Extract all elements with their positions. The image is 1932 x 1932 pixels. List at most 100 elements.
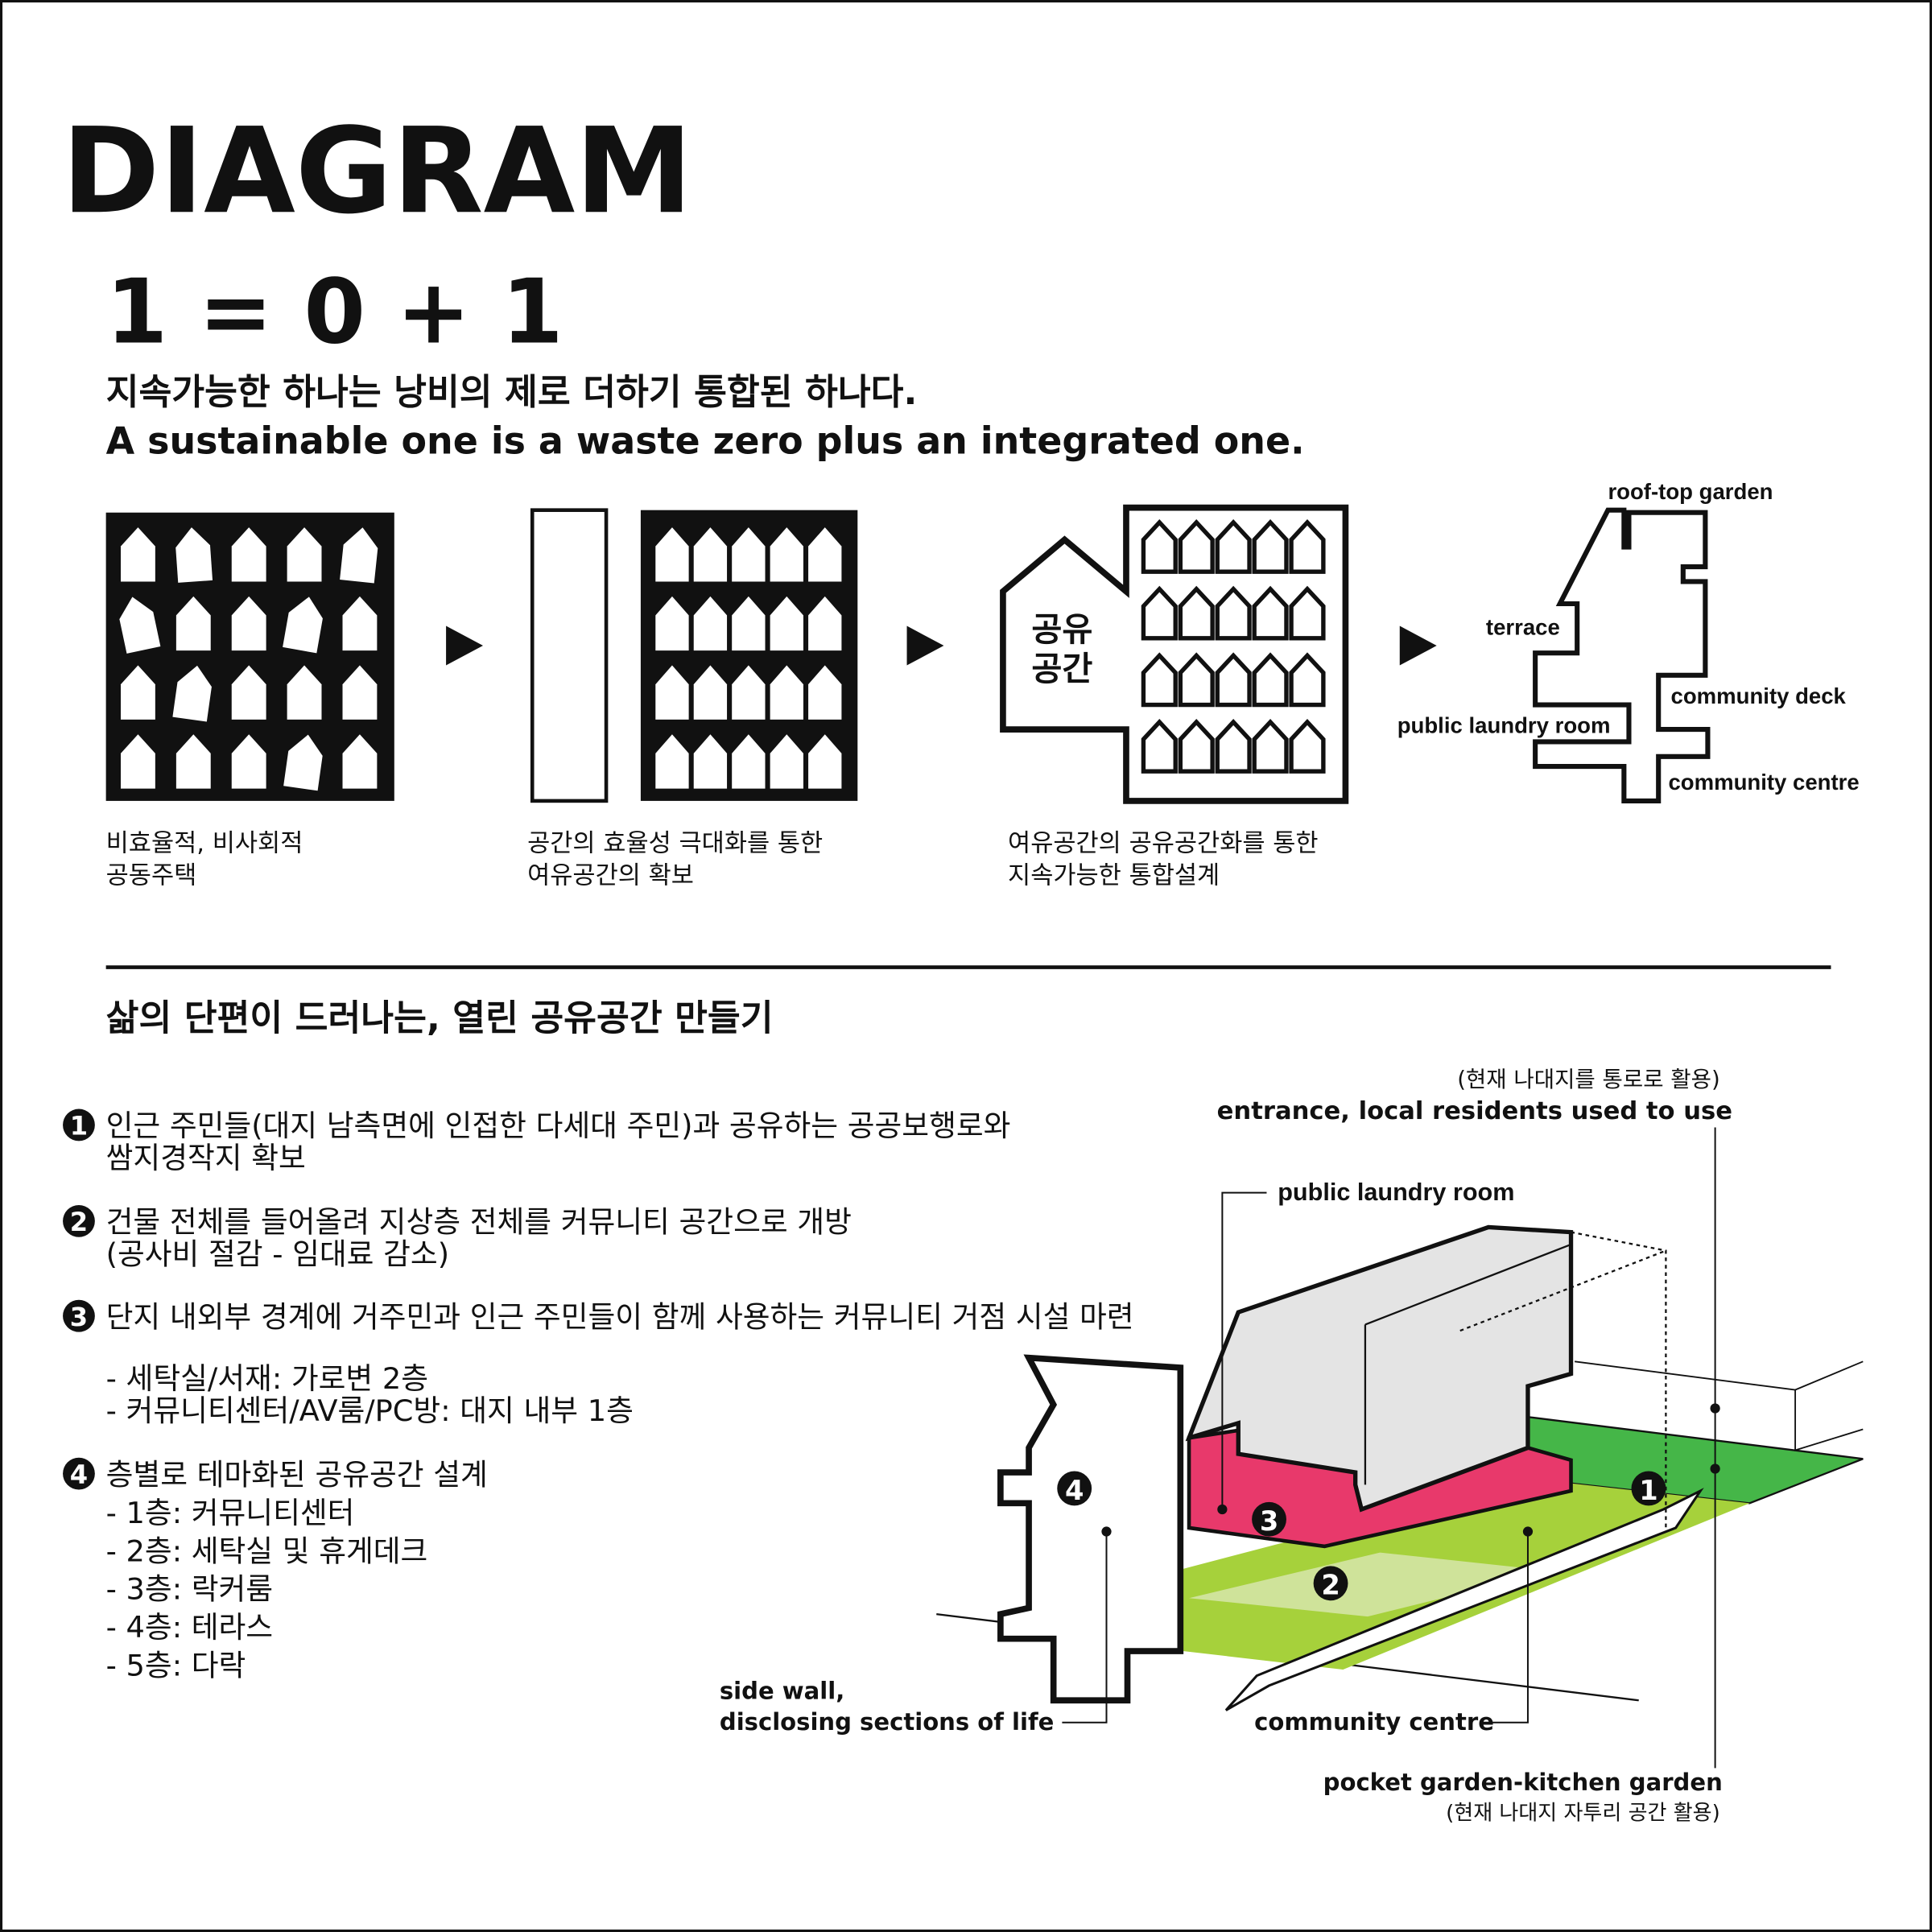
section-heading: 삶의 단편이 드러나는, 열린 공유공간 만들기 bbox=[106, 998, 774, 1039]
house-icon bbox=[1215, 585, 1252, 641]
house-icon bbox=[655, 734, 689, 789]
number-badge bbox=[63, 1204, 95, 1237]
path-arrow bbox=[1224, 1488, 1704, 1711]
house-icon bbox=[1252, 719, 1289, 774]
side-wall-label: side wall, bbox=[720, 1678, 844, 1705]
marker-3-label: 3 bbox=[1260, 1505, 1278, 1537]
entrance-note-ko: (현재 나대지를 통로로 활용) bbox=[1457, 1067, 1720, 1092]
house-icon bbox=[693, 734, 728, 789]
house-icon bbox=[342, 596, 378, 651]
house-icon bbox=[1178, 652, 1215, 708]
house-icon bbox=[1289, 585, 1326, 641]
caption-step-1: 공동주택 bbox=[106, 861, 197, 890]
house-icon bbox=[119, 597, 161, 654]
list-item-line: 건물 전체를 들어올려 지상층 전체를 커뮤니티 공간으로 개방 bbox=[106, 1205, 852, 1240]
subtitle-ko: 지속가능한 하나는 낭비의 제로 더하기 통합된 하나다. bbox=[106, 372, 918, 413]
strategy-list: 1 인근 주민들(대지 남측면에 인접한 다세대 주민)과 공유하는 공공보행로와… bbox=[63, 1108, 1134, 1683]
caption-step-2: 공간의 효율성 극대화를 통한 bbox=[527, 830, 823, 858]
arrow-icon bbox=[446, 625, 483, 666]
list-item-line: - 3층: 락커룸 bbox=[106, 1572, 273, 1607]
house-icon bbox=[1141, 519, 1178, 574]
house-icon bbox=[1215, 519, 1252, 574]
house-icon bbox=[1215, 719, 1252, 774]
house-icon bbox=[172, 665, 212, 722]
label-community-deck: community deck bbox=[1671, 683, 1847, 708]
label-roof-top-garden: roof-top garden bbox=[1608, 479, 1773, 504]
list-item-line: - 1층: 커뮤니티센터 bbox=[106, 1496, 355, 1530]
house-icon bbox=[655, 527, 689, 582]
marker-1-label: 1 bbox=[1639, 1475, 1657, 1506]
number-badge bbox=[63, 1108, 95, 1141]
marker-4 bbox=[1057, 1471, 1092, 1506]
label-community-centre: community centre bbox=[1668, 770, 1859, 795]
house-icon bbox=[1178, 585, 1215, 641]
number-badge bbox=[63, 1457, 95, 1490]
house-icon bbox=[175, 596, 211, 651]
house-icon bbox=[231, 527, 266, 582]
house-icon bbox=[1141, 652, 1178, 708]
side-wall bbox=[997, 1354, 1184, 1704]
house-icon bbox=[342, 665, 378, 720]
house-icon bbox=[1252, 585, 1289, 641]
house-grid-1 bbox=[119, 527, 378, 791]
marker-2 bbox=[1313, 1566, 1348, 1601]
list-item-line: 쌈지경작지 확보 bbox=[106, 1141, 306, 1175]
entrance-label: entrance, local residents used to use bbox=[1217, 1097, 1732, 1125]
house-icon bbox=[1289, 652, 1326, 708]
house-grid-3 bbox=[1141, 519, 1326, 774]
axonometric-diagram: 4 3 2 1 bbox=[936, 1127, 1864, 1769]
house-icon bbox=[231, 734, 266, 789]
house-icon bbox=[231, 665, 266, 720]
side-wall-label: disclosing sections of life bbox=[720, 1708, 1055, 1736]
house-icon bbox=[693, 665, 728, 720]
pocket-garden-note-ko: (현재 나대지 자투리 공간 활용) bbox=[1446, 1802, 1720, 1826]
house-icon bbox=[1141, 719, 1178, 774]
house-icon bbox=[808, 527, 842, 582]
house-icon bbox=[1178, 719, 1215, 774]
list-item-line: - 4층: 테라스 bbox=[106, 1610, 273, 1645]
formula: 1 = 0 + 1 bbox=[106, 261, 564, 364]
caption-step-1: 비효율적, 비사회적 bbox=[106, 830, 303, 858]
caption-step-3: 여유공간의 공유공간화를 통한 bbox=[1008, 830, 1319, 858]
house-icon bbox=[693, 527, 728, 582]
caption-step-3: 지속가능한 통합설계 bbox=[1008, 861, 1220, 890]
house-icon bbox=[732, 527, 766, 582]
house-icon bbox=[770, 527, 803, 582]
house-icon bbox=[1252, 519, 1289, 574]
caption-step-2: 여유공간의 확보 bbox=[527, 861, 694, 890]
house-icon bbox=[342, 734, 378, 789]
house-icon bbox=[693, 596, 728, 651]
house-icon bbox=[1178, 519, 1215, 574]
house-icon bbox=[1289, 719, 1326, 774]
house-icon bbox=[175, 527, 213, 583]
community-zone bbox=[1189, 1552, 1553, 1617]
house-icon bbox=[732, 734, 766, 789]
page-title: DIAGRAM bbox=[62, 102, 693, 240]
number-badge-label: 1 bbox=[70, 1111, 88, 1141]
marker-3 bbox=[1252, 1501, 1286, 1537]
house-icon bbox=[1215, 652, 1252, 708]
house-icon bbox=[808, 596, 842, 651]
house-icon bbox=[175, 734, 211, 789]
shared-space-label: 공유 bbox=[1031, 610, 1092, 649]
number-badge-label: 2 bbox=[70, 1207, 88, 1237]
label-terrace: terrace bbox=[1486, 614, 1560, 639]
list-item-line: 층별로 테마화된 공유공간 설계 bbox=[106, 1457, 488, 1492]
house-icon bbox=[287, 665, 322, 720]
house-icon bbox=[121, 734, 155, 789]
label-public-laundry: public laundry room bbox=[1397, 713, 1611, 738]
list-item-line: - 커뮤니티센터/AV룸/PC방: 대지 내부 1층 bbox=[106, 1393, 634, 1428]
house-icon bbox=[732, 665, 766, 720]
pocket-garden-label: pocket garden-kitchen garden bbox=[1323, 1769, 1723, 1796]
public-laundry-label: public laundry room bbox=[1278, 1179, 1514, 1206]
shared-space-label: 공간 bbox=[1031, 650, 1092, 688]
arrow-icon bbox=[906, 625, 944, 666]
list-item-line: 인근 주민들(대지 남측면에 인접한 다세대 주민)과 공유하는 공공보행로와 bbox=[106, 1108, 1011, 1143]
house-icon bbox=[770, 596, 803, 651]
house-icon bbox=[808, 665, 842, 720]
house-grid-2 bbox=[655, 527, 842, 789]
house-icon bbox=[1289, 519, 1326, 574]
house-icon bbox=[231, 596, 266, 651]
house-icon bbox=[121, 527, 155, 582]
